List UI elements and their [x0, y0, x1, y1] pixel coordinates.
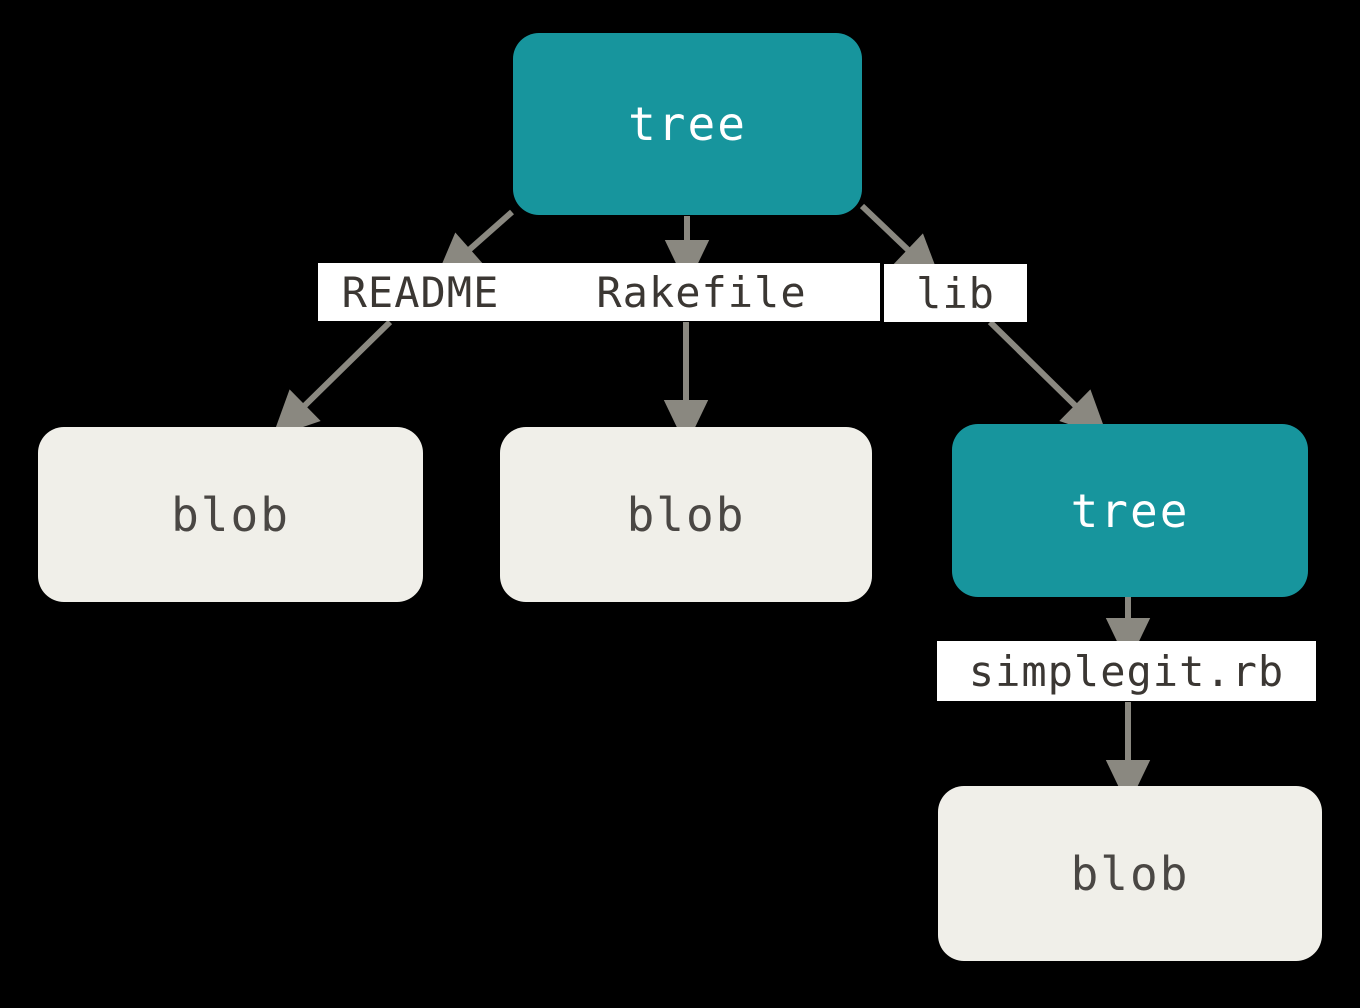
edge-label-rakefile: Rakefile — [523, 263, 880, 321]
node-blob-rakefile[interactable]: blob — [500, 427, 872, 602]
node-label: blob — [171, 487, 290, 542]
node-blob-readme[interactable]: blob — [38, 427, 423, 602]
edge-lib-tree — [987, 319, 1108, 438]
edge-label-text: simplegit.rb — [968, 646, 1285, 696]
edge-label-text: Rakefile — [596, 267, 807, 317]
edge-label-text: lib — [916, 268, 995, 318]
edge-label-readme: README — [318, 263, 523, 321]
edge-root-lib — [859, 203, 942, 282]
node-tree-lib[interactable]: tree — [952, 424, 1308, 597]
node-label: tree — [1070, 483, 1190, 538]
node-label: tree — [628, 97, 747, 151]
edge-label-simplegit: simplegit.rb — [937, 641, 1316, 701]
edge-label-lib: lib — [884, 264, 1027, 322]
node-label: blob — [626, 487, 746, 542]
node-label: blob — [1070, 846, 1190, 901]
edge-label-text: README — [341, 267, 500, 317]
node-blob-simplegit[interactable]: blob — [938, 786, 1322, 961]
node-tree-root[interactable]: tree — [513, 33, 862, 215]
edge-root-readme — [435, 209, 514, 280]
edge-readme-blob — [272, 319, 393, 438]
